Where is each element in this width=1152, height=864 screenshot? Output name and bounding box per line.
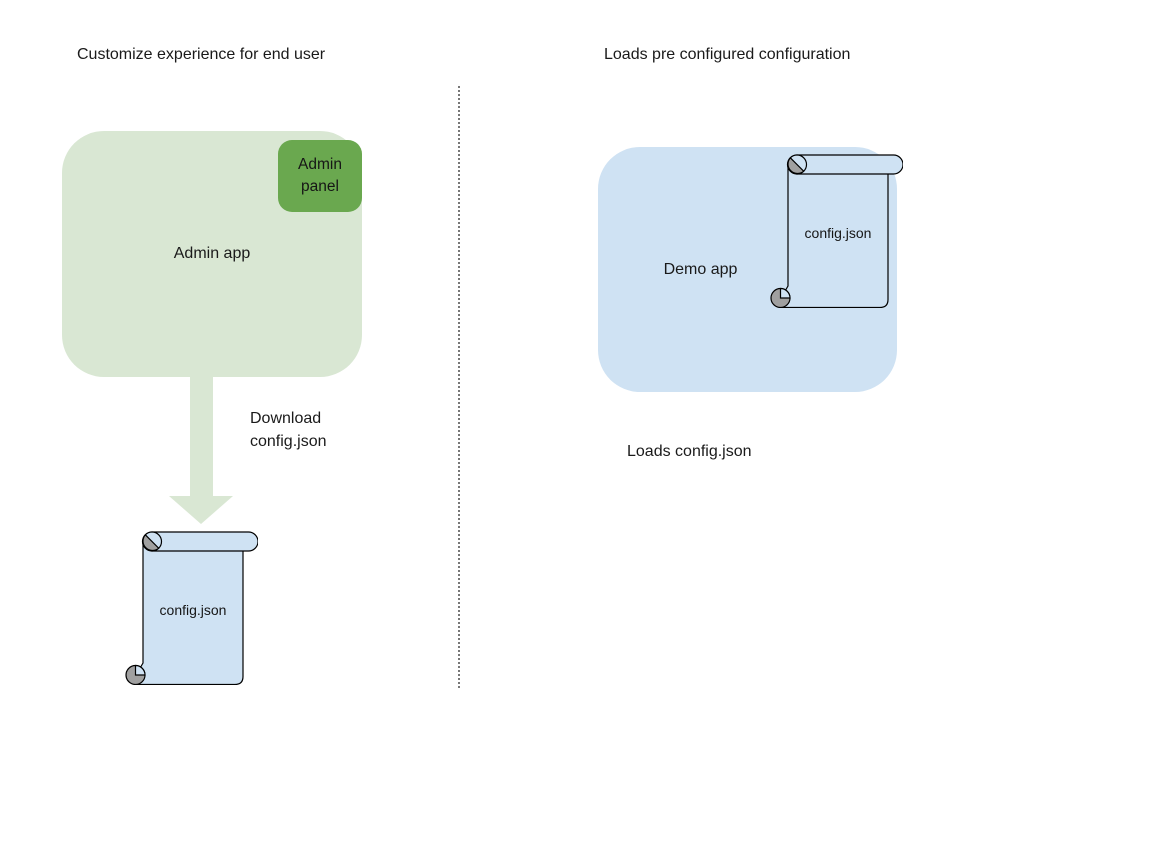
config-json-label-right: config.json: [805, 225, 872, 241]
demo-app-label-wrap: Demo app: [598, 147, 803, 392]
admin-panel-label: Admin panel: [298, 156, 342, 195]
right-section-title: Loads pre configured configuration: [604, 46, 851, 63]
scroll-bottom-curl-face: [779, 287, 791, 299]
download-arrow-head: [169, 496, 233, 524]
download-config-label: Download config.json: [250, 410, 327, 450]
demo-app-label: Demo app: [663, 260, 738, 278]
download-arrow-shaft: [190, 376, 213, 496]
config-json-label-left: config.json: [160, 602, 227, 618]
config-json-scroll-right: config.json: [770, 154, 903, 308]
scroll-top-curl-shade: [787, 156, 805, 175]
admin-app-label: Admin app: [173, 245, 251, 262]
scroll-bottom-curl-face: [134, 664, 146, 676]
scroll-top-curl-shade: [142, 533, 160, 552]
loads-config-caption: Loads config.json: [627, 443, 752, 460]
left-section-title: Customize experience for end user: [77, 46, 326, 63]
config-json-scroll-left: config.json: [125, 531, 258, 685]
scroll-top-roll: [151, 531, 258, 552]
section-divider-line: [458, 86, 460, 688]
admin-panel-box: Admin panel: [278, 140, 362, 212]
scroll-top-roll: [796, 154, 903, 175]
